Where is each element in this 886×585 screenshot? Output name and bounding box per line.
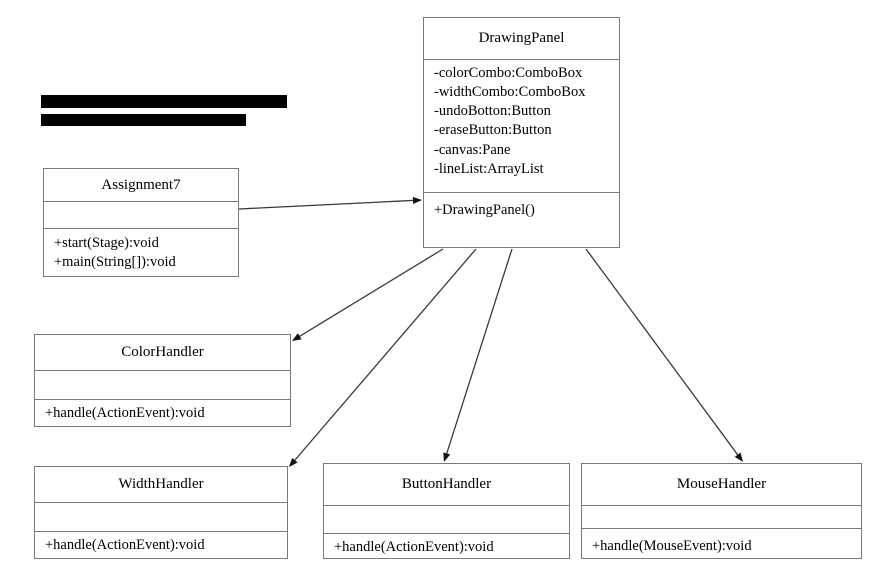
uml-operation: +handle(MouseEvent):void	[592, 538, 752, 554]
uml-attribute: -eraseButton:Button	[434, 122, 552, 139]
connector-line	[585, 248, 740, 457]
uml-attribute: -widthCombo:ComboBox	[434, 84, 586, 101]
connector-drawingpanel-to-buttonhandler	[443, 248, 513, 462]
uml-attribute: -colorCombo:ComboBox	[434, 65, 583, 81]
connector-line	[297, 248, 444, 339]
redaction-bar-2	[41, 114, 246, 126]
uml-class-drawing-panel[interactable]: DrawingPanel -colorCombo:ComboBox -widthCo…	[423, 17, 620, 248]
uml-class-color-handler[interactable]: ColorHandler +handle(ActionEvent):void	[34, 334, 291, 427]
uml-class-name: WidthHandler	[35, 467, 287, 503]
uml-attribute: -undoBotton:Button	[434, 103, 551, 120]
uml-attributes-compartment	[35, 371, 290, 400]
uml-attribute: -canvas:Pane	[434, 141, 511, 158]
uml-operations-compartment: +handle(ActionEvent):void	[35, 400, 290, 427]
connector-drawingpanel-to-colorhandler	[292, 248, 444, 341]
uml-attributes-compartment: -colorCombo:ComboBox -widthCombo:ComboBox…	[424, 60, 619, 193]
arrowhead-icon	[734, 452, 743, 462]
connector-line	[292, 248, 477, 463]
connector-line	[238, 199, 416, 210]
connector-line	[445, 248, 513, 456]
uml-class-name: DrawingPanel	[424, 18, 619, 60]
uml-attributes-compartment	[44, 202, 238, 229]
uml-class-name: Assignment7	[44, 169, 238, 202]
uml-class-name: ButtonHandler	[324, 464, 569, 506]
redaction-bar-1	[41, 95, 287, 108]
uml-class-name: MouseHandler	[582, 464, 861, 506]
uml-class-mouse-handler[interactable]: MouseHandler +handle(MouseEvent):void	[581, 463, 862, 559]
arrowhead-icon	[443, 452, 451, 462]
uml-class-name: ColorHandler	[35, 335, 290, 371]
uml-attributes-compartment	[582, 506, 861, 529]
uml-class-button-handler[interactable]: ButtonHandler +handle(ActionEvent):void	[323, 463, 570, 559]
arrowhead-icon	[412, 196, 422, 205]
arrowhead-icon	[292, 333, 302, 341]
connector-drawingpanel-to-widthhandler	[289, 248, 477, 467]
uml-operations-compartment: +handle(ActionEvent):void	[324, 534, 569, 561]
uml-operation: +DrawingPanel()	[434, 202, 535, 218]
uml-class-assignment7[interactable]: Assignment7 +start(Stage):void +main(Strin…	[43, 168, 239, 277]
uml-operation: +handle(ActionEvent):void	[45, 405, 205, 421]
uml-operations-compartment: +DrawingPanel()	[424, 193, 619, 224]
uml-operations-compartment: +handle(MouseEvent):void	[582, 529, 861, 560]
uml-operations-compartment: +handle(ActionEvent):void	[35, 532, 287, 559]
arrowhead-icon	[289, 457, 298, 467]
uml-operation: +start(Stage):void	[54, 235, 159, 251]
uml-attribute: -lineList:ArrayList	[434, 160, 544, 177]
connector-drawingpanel-to-mousehandler	[585, 248, 743, 462]
uml-attributes-compartment	[35, 503, 287, 532]
connector-assignment7-to-drawingpanel	[238, 196, 422, 210]
uml-operation: +handle(ActionEvent):void	[45, 537, 205, 553]
uml-operations-compartment: +start(Stage):void +main(String[]):void	[44, 229, 238, 276]
uml-class-width-handler[interactable]: WidthHandler +handle(ActionEvent):void	[34, 466, 288, 559]
uml-operation: +main(String[]):void	[54, 254, 176, 271]
uml-attributes-compartment	[324, 506, 569, 534]
uml-operation: +handle(ActionEvent):void	[334, 539, 494, 555]
